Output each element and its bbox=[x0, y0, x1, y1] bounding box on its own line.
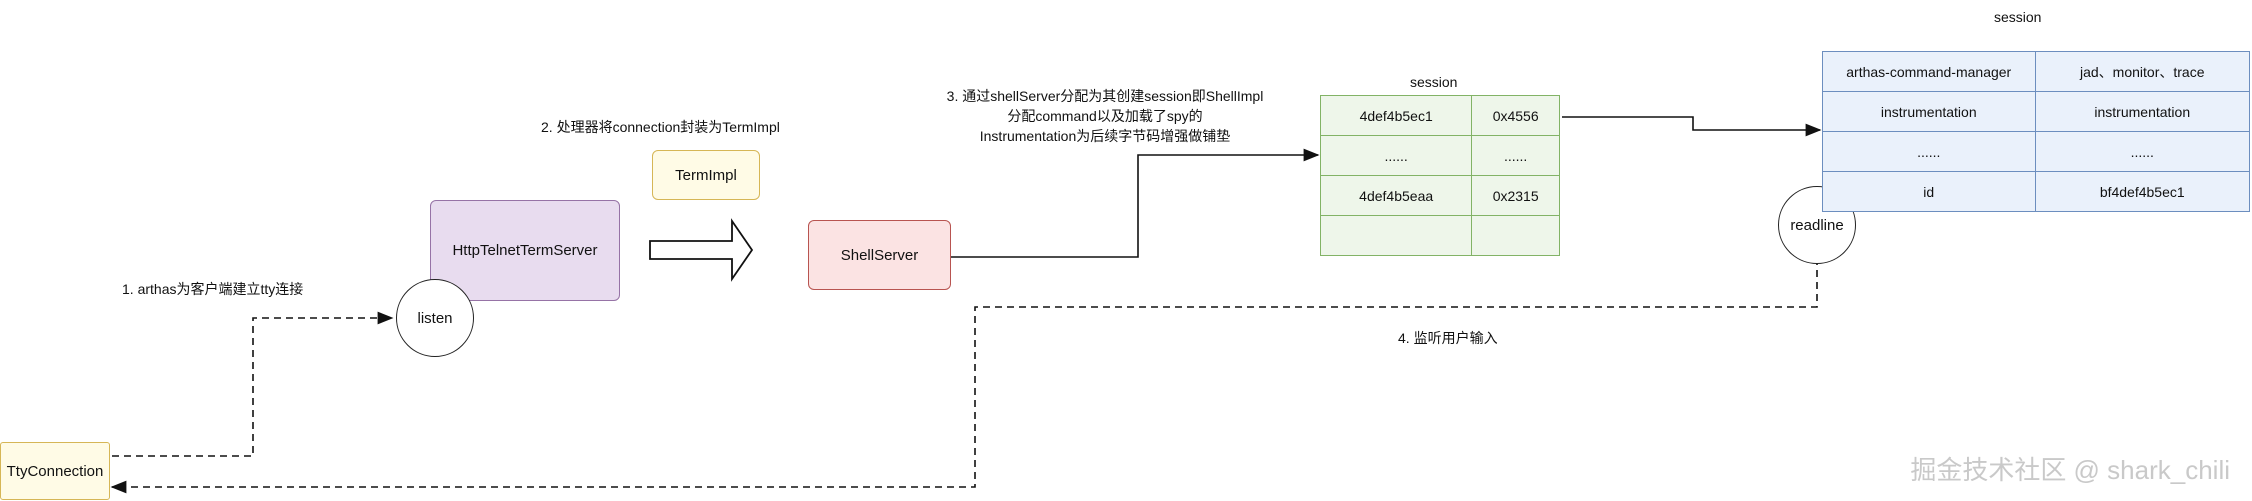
step-3-line-2: 分配command以及加载了spy的 bbox=[1007, 108, 1203, 124]
term-impl-node: TermImpl bbox=[652, 150, 760, 200]
table-cell: ...... bbox=[1319, 135, 1473, 176]
table-cell: 4def4b5ec1 bbox=[1319, 95, 1473, 136]
table-row: arthas-command-manager jad、monitor、trace bbox=[1822, 51, 2250, 92]
table-cell: ...... bbox=[1822, 131, 2036, 172]
table-cell: 0x4556 bbox=[1471, 95, 1560, 136]
session-to-detail-connector bbox=[1562, 116, 1822, 137]
table-cell: arthas-command-manager bbox=[1822, 51, 2036, 92]
shell-server-node: ShellServer bbox=[808, 220, 951, 290]
session-table-title: session bbox=[1410, 74, 1458, 90]
table-cell bbox=[1471, 215, 1560, 256]
table-row: id bf4def4b5ec1 bbox=[1822, 171, 2250, 212]
table-cell: jad、monitor、trace bbox=[2034, 51, 2250, 92]
step-3-label: 3. 通过shellServer分配为其创建session即ShellImpl … bbox=[925, 86, 1285, 146]
readline-to-tty-connector bbox=[110, 258, 1818, 494]
table-cell: id bbox=[1822, 171, 2036, 212]
table-cell bbox=[1319, 215, 1473, 256]
session-detail-table: arthas-command-manager jad、monitor、trace… bbox=[1822, 51, 2250, 212]
tty-to-listen-connector bbox=[112, 311, 394, 457]
table-row bbox=[1319, 215, 1560, 256]
step-4-label: 4. 监听用户输入 bbox=[1398, 330, 1498, 346]
step-2-label: 2. 处理器将connection封装为TermImpl bbox=[541, 119, 780, 135]
step-1-label: 1. arthas为客户端建立tty连接 bbox=[122, 281, 304, 297]
step-3-line-1: 3. 通过shellServer分配为其创建session即ShellImpl bbox=[946, 88, 1264, 104]
listen-node: listen bbox=[396, 279, 474, 357]
session-detail-title: session bbox=[1994, 9, 2042, 25]
table-cell: 0x2315 bbox=[1471, 175, 1560, 216]
table-cell: bf4def4b5ec1 bbox=[2034, 171, 2250, 212]
table-row: instrumentation instrumentation bbox=[1822, 91, 2250, 132]
shellserver-to-session-connector bbox=[950, 148, 1320, 258]
table-row: 4def4b5ec1 0x4556 bbox=[1319, 95, 1560, 136]
table-row: 4def4b5eaa 0x2315 bbox=[1319, 175, 1560, 216]
session-table: 4def4b5ec1 0x4556 ...... ...... 4def4b5e… bbox=[1319, 95, 1560, 256]
watermark: 掘金技术社区 @ shark_chili bbox=[1910, 455, 2230, 485]
table-cell: ...... bbox=[2034, 131, 2250, 172]
table-cell: instrumentation bbox=[2034, 91, 2250, 132]
table-cell: 4def4b5eaa bbox=[1319, 175, 1473, 216]
table-cell: instrumentation bbox=[1822, 91, 2036, 132]
step-3-line-3: Instrumentation为后续字节码增强做铺垫 bbox=[979, 128, 1231, 144]
tty-connection-node: TtyConnection bbox=[0, 442, 110, 500]
http-telnet-term-server-node: HttpTelnetTermServer bbox=[430, 200, 620, 301]
big-block-arrow bbox=[649, 218, 754, 282]
table-row: ...... ...... bbox=[1822, 131, 2250, 172]
table-row: ...... ...... bbox=[1319, 135, 1560, 176]
table-cell: ...... bbox=[1471, 135, 1560, 176]
